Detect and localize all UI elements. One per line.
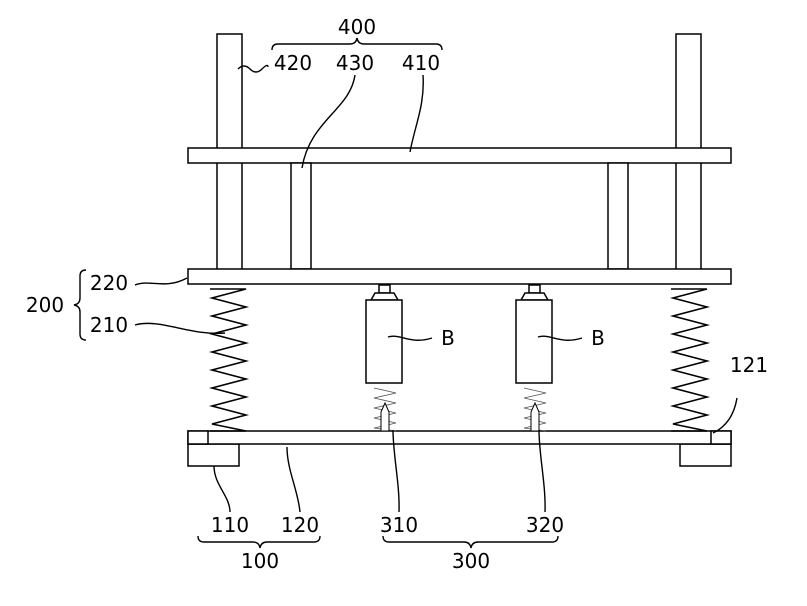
base-seat-left [187, 430, 209, 445]
leader-120 [286, 446, 301, 513]
battery-cell-right [515, 284, 553, 384]
label-110: 110 [211, 513, 249, 537]
leader-b-right [537, 335, 583, 341]
label-210: 210 [90, 313, 128, 337]
probe-needle-right [530, 401, 540, 432]
leader-310 [392, 429, 400, 513]
label-b-right: B [591, 326, 605, 350]
probe-pin-right [523, 387, 547, 432]
label-121: 121 [730, 353, 768, 377]
upper-plate [187, 147, 732, 164]
brace-400 [271, 37, 443, 51]
base-foot-left [187, 443, 240, 467]
leader-220 [134, 277, 188, 286]
label-220: 220 [90, 271, 128, 295]
label-120: 120 [281, 513, 319, 537]
brace-200 [73, 269, 87, 341]
label-400: 400 [338, 15, 376, 39]
base-plate [187, 430, 732, 445]
label-300: 300 [452, 549, 490, 573]
label-420: 420 [274, 51, 312, 75]
brace-100 [197, 535, 321, 549]
battery-body-right [515, 299, 553, 384]
label-200: 200 [26, 293, 64, 317]
label-430: 430 [336, 51, 374, 75]
battery-shoulder-right [519, 292, 550, 301]
spring-right [669, 288, 711, 432]
battery-body-left [365, 299, 403, 384]
middle-plate [187, 268, 732, 285]
base-seat-right [710, 430, 732, 445]
battery-cap-left [378, 284, 391, 294]
battery-cell-left [365, 284, 403, 384]
leader-430 [301, 74, 356, 169]
leader-410 [409, 74, 424, 153]
label-310: 310 [380, 513, 418, 537]
leader-121 [712, 397, 738, 434]
leader-110 [213, 465, 231, 513]
label-100: 100 [241, 549, 279, 573]
brace-300 [382, 535, 559, 549]
base-foot-right [679, 443, 732, 467]
battery-shoulder-left [369, 292, 400, 301]
leader-210 [134, 322, 226, 335]
leader-320 [538, 429, 546, 513]
probe-needle-left [380, 401, 390, 432]
label-320: 320 [526, 513, 564, 537]
spring-left [208, 288, 250, 432]
leader-420 [237, 64, 269, 73]
battery-cap-right [528, 284, 541, 294]
press-column-left [290, 162, 312, 270]
leader-b-left [387, 335, 433, 341]
probe-pin-left [373, 387, 397, 432]
press-column-right [607, 162, 629, 270]
label-410: 410 [402, 51, 440, 75]
label-b-left: B [441, 326, 455, 350]
